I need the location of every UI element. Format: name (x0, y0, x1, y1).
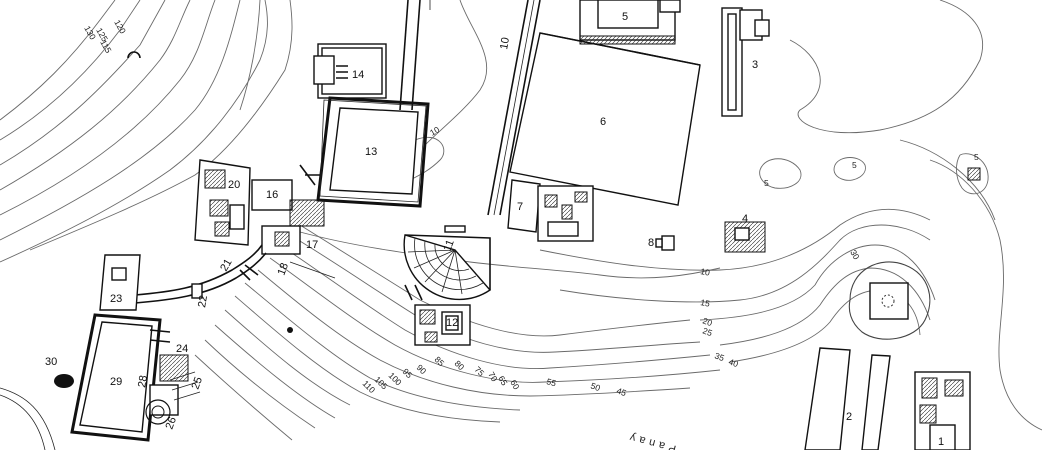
label-29: 29 (110, 376, 122, 388)
elev-75: 75 (473, 364, 487, 378)
label-5: 5 (622, 11, 628, 23)
building-12 (414, 304, 471, 346)
building-24-28 (145, 354, 201, 425)
label-6: 6 (600, 116, 606, 128)
elev-45: 45 (615, 385, 628, 398)
label-10: 10 (498, 36, 512, 50)
label-7: 7 (517, 201, 523, 213)
label-17: 17 (306, 239, 318, 251)
elev-55: 55 (545, 376, 557, 388)
building-8 (655, 235, 675, 251)
road-22 (134, 244, 267, 304)
elev-5b: 5 (852, 160, 857, 170)
stoa-3 (721, 7, 770, 117)
contour-lines-hill (0, 0, 293, 263)
label-18: 18 (276, 261, 291, 277)
elev-65: 65 (496, 374, 510, 387)
building-23 (99, 254, 141, 311)
elev-5c: 5 (974, 152, 979, 162)
label-22: 22 (196, 294, 210, 308)
building-4 (724, 221, 766, 253)
label-25: 25 (190, 375, 205, 391)
hilltop-feature (869, 282, 909, 320)
elevation-labels: 5 5 5 10 10 15 20 25 30 35 40 45 50 55 6… (82, 18, 979, 398)
label-30: 30 (45, 356, 57, 368)
label-13: 13 (365, 146, 377, 158)
label-12: 12 (446, 317, 458, 329)
elev-10b: 10 (700, 266, 711, 278)
court-29 (70, 313, 171, 442)
elev-15: 15 (700, 297, 711, 309)
building-14 (313, 43, 387, 99)
contour-lines-north (409, 0, 989, 195)
label-3: 3 (752, 59, 758, 71)
label-8: 8 (648, 237, 654, 249)
building-5 (579, 0, 681, 45)
label-2: 2 (846, 411, 852, 423)
label-16: 16 (266, 189, 278, 201)
label-20: 20 (228, 179, 240, 191)
misc-markers (127, 51, 336, 333)
court-6 (509, 32, 701, 206)
label-28: 28 (136, 374, 150, 388)
building-1 (914, 371, 971, 450)
monument-labels: 1 2 3 4 5 6 7 8 10 11 12 13 14 16 17 18 … (45, 11, 944, 448)
feature-east (967, 167, 981, 181)
label-11: 11 (442, 238, 457, 253)
building-cluster-16-21 (194, 159, 325, 281)
label-21: 21 (218, 257, 235, 274)
elev-40: 40 (727, 356, 740, 369)
elev-20: 20 (701, 315, 714, 328)
elev-25: 25 (701, 325, 714, 338)
elev-5a: 5 (764, 178, 769, 188)
label-14: 14 (352, 69, 364, 81)
building-30 (0, 374, 74, 450)
contour-lines-slope (194, 224, 721, 441)
elev-50: 50 (589, 380, 602, 393)
label-1: 1 (938, 436, 944, 448)
label-24: 24 (176, 343, 188, 355)
court-13 (316, 96, 430, 208)
elev-30: 30 (848, 248, 862, 261)
label-26: 26 (164, 415, 179, 431)
elev-35: 35 (713, 350, 726, 363)
label-23: 23 (110, 293, 122, 305)
label-4: 4 (742, 213, 748, 225)
elev-60: 60 (508, 378, 522, 391)
stoa-2 (804, 347, 891, 450)
road-label: Panay (625, 430, 678, 450)
elev-90: 90 (415, 362, 429, 376)
theatre-11 (403, 225, 492, 301)
elev-10a: 10 (428, 124, 441, 138)
building-7 (507, 179, 594, 242)
elev-70: 70 (486, 370, 500, 383)
stoa-10 (399, 0, 541, 216)
